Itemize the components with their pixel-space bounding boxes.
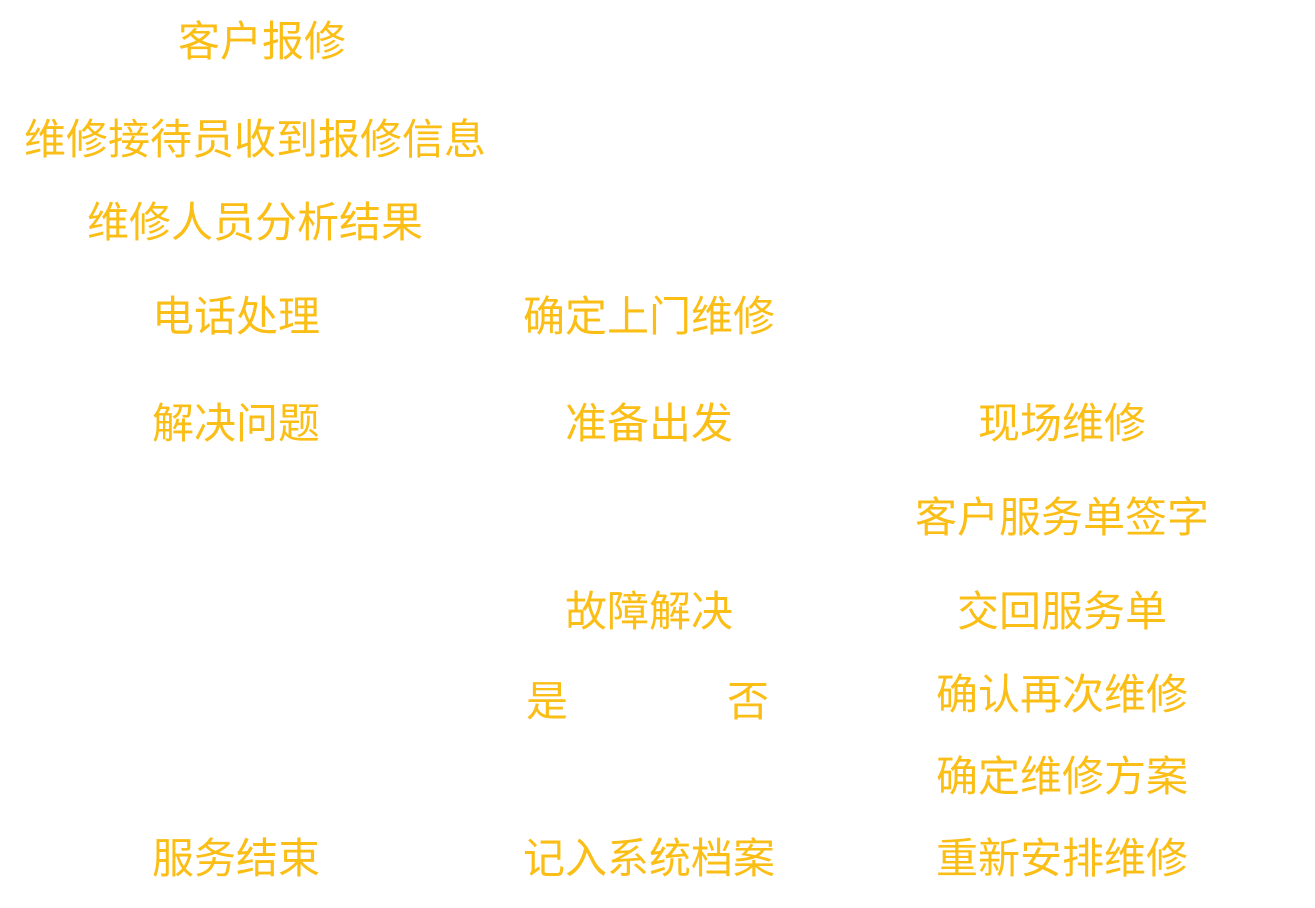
node-return-form: 交回服务单 [956, 587, 1168, 636]
node-onsite-repair: 现场维修 [977, 399, 1147, 448]
label-no: 否 [726, 677, 770, 726]
label-yes: 是 [525, 677, 569, 726]
node-confirm-revisit: 确认再次维修 [935, 670, 1189, 719]
node-customer-sign: 客户服务单签字 [914, 493, 1210, 542]
node-receptionist-receives: 维修接待员收到报修信息 [23, 115, 487, 164]
node-onsite-decision: 确定上门维修 [522, 292, 776, 341]
node-problem-solved: 解决问题 [151, 399, 321, 448]
node-service-end: 服务结束 [151, 834, 321, 883]
node-confirm-plan: 确定维修方案 [935, 752, 1189, 801]
node-reschedule: 重新安排维修 [935, 834, 1189, 883]
node-fault-resolved: 故障解决 [564, 587, 734, 636]
node-record-system: 记入系统档案 [522, 834, 776, 883]
node-customer-report: 客户报修 [177, 17, 347, 66]
node-phone-handling: 电话处理 [151, 292, 321, 341]
node-staff-analysis: 维修人员分析结果 [86, 198, 424, 247]
node-prepare-departure: 准备出发 [564, 399, 734, 448]
